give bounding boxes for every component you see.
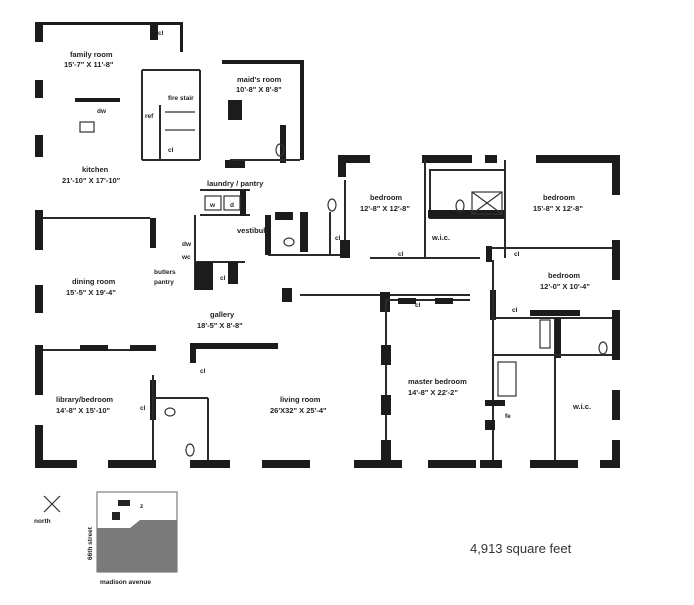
wc-label: wc (181, 254, 191, 261)
total-area: 4,913 square feet (470, 541, 572, 556)
butlers-pantry-label: butlers (154, 269, 176, 276)
street-label: 66th street (87, 526, 94, 560)
cl-label: cl (512, 307, 518, 314)
room-labels: family room 15'-7" X 11'-8" maid's room … (56, 50, 591, 415)
family-room-label: family room (70, 50, 113, 59)
library-label: library/bedroom (56, 395, 113, 404)
cl-label: cl (168, 147, 174, 154)
bedroom-3-label: bedroom (548, 271, 580, 280)
svg-text:z: z (140, 503, 144, 510)
w-label: w (209, 202, 216, 209)
cl-label: cl (140, 405, 146, 412)
north-arrow: north (34, 495, 61, 525)
living-room-dim: 26'X32" X 25'-4" (270, 406, 327, 415)
living-room-label: living room (280, 395, 321, 404)
fe-label: fe (505, 413, 511, 420)
bedroom-2-label: bedroom (543, 193, 575, 202)
small-labels: cl dw ref cl w d dw wc cl cl cl cl cl cl… (97, 30, 520, 420)
family-room-dim: 15'-7" X 11'-8" (64, 60, 114, 69)
key-plan: z 66th street madison avenue (87, 491, 178, 586)
butlers-pantry-label-2: pantry (154, 279, 174, 286)
library-dim: 14'-8" X 15'-10" (56, 406, 110, 415)
d-label: d (230, 202, 234, 209)
ref-label: ref (145, 113, 154, 120)
exterior-walls (35, 22, 620, 468)
wic-2-label: w.i.c. (572, 402, 591, 411)
gallery-dim: 18'-5" X 8'-8" (197, 321, 243, 330)
wic-1-label: w.i.c. (431, 233, 450, 242)
cl-label: cl (398, 251, 404, 258)
kitchen-dim: 21'-10" X 17'-10" (62, 176, 121, 185)
fire-stair-label: fire stair (168, 95, 194, 102)
dining-room-dim: 15'-5" X 19'-4" (66, 288, 116, 297)
dw-label: dw (182, 241, 192, 248)
bedroom-3-dim: 12'-0" X 10'-4" (540, 282, 590, 291)
vestibule-label: vestibule (237, 226, 270, 235)
dw-label: dw (97, 108, 107, 115)
bedroom-1-dim: 12'-8" X 12'-8" (360, 204, 410, 213)
cl-label: cl (220, 275, 226, 282)
laundry-label: laundry / pantry (207, 179, 264, 188)
bedroom-1-label: bedroom (370, 193, 402, 202)
cl-label: cl (200, 368, 206, 375)
maids-room-label: maid's room (237, 75, 282, 84)
cl-label: cl (335, 235, 341, 242)
dining-room-label: dining room (72, 277, 116, 286)
interior-walls (43, 69, 612, 460)
kitchen-label: kitchen (82, 165, 109, 174)
master-bedroom-label: master bedroom (408, 377, 467, 386)
gallery-label: gallery (210, 310, 235, 319)
cl-label: cl (415, 302, 421, 309)
maids-room-dim: 10'-8" X 8'-8" (236, 85, 282, 94)
cl-label: cl (514, 251, 520, 258)
master-bedroom-dim: 14'-8" X 22'-2" (408, 388, 458, 397)
north-label: north (34, 518, 51, 525)
cl-label: cl (158, 30, 164, 37)
bedroom-2-dim: 15'-8" X 12'-8" (533, 204, 583, 213)
avenue-label: madison avenue (100, 579, 151, 586)
fixtures (79, 111, 608, 457)
